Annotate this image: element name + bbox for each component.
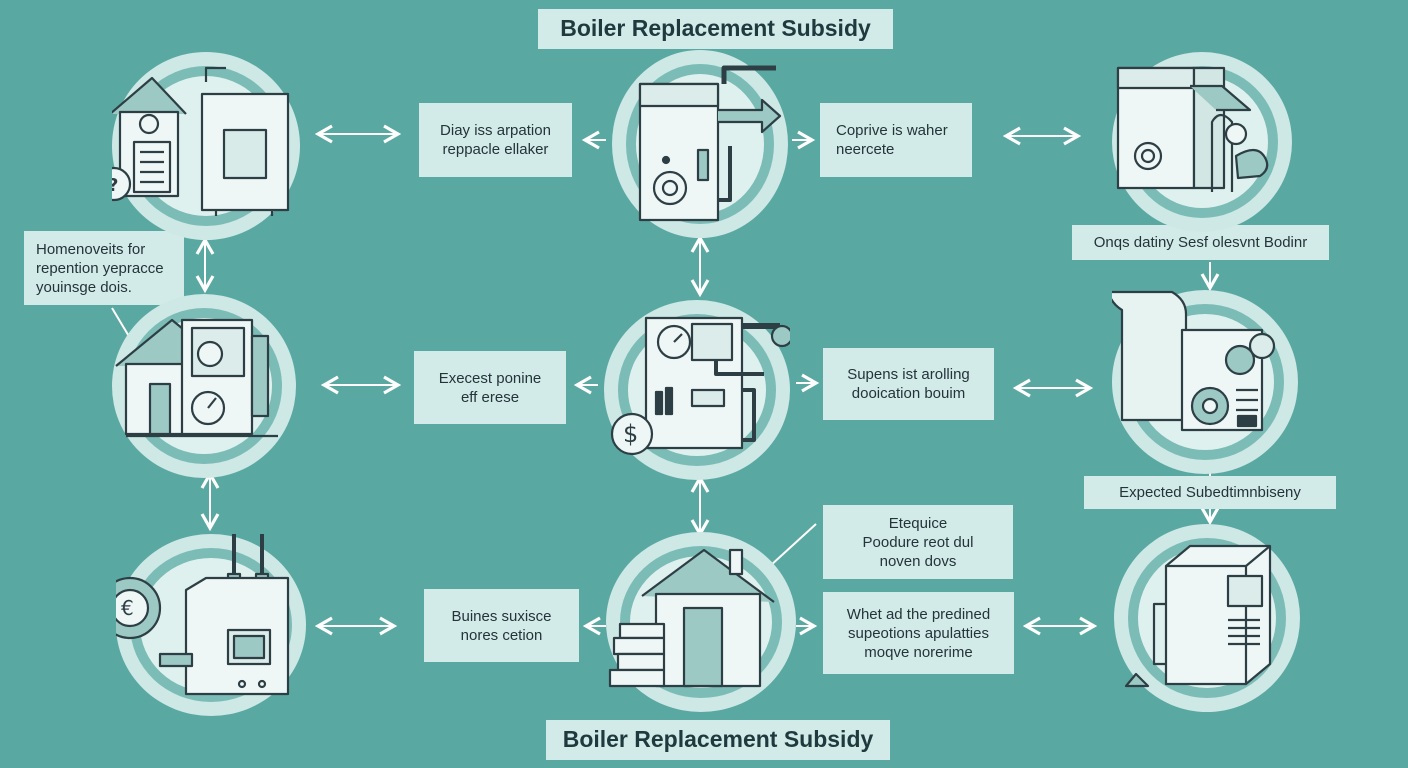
circle-certificate (1112, 290, 1298, 474)
circle-modern-boiler (1114, 524, 1300, 712)
label-lower-note: Etequice Poodure reot dul noven dovs (823, 505, 1013, 579)
circle-boiler-gear: € (116, 534, 306, 716)
house-documents-icon (608, 548, 775, 688)
header-title: Boiler Replacement Subsidy (538, 9, 893, 49)
certificate-scroll-gear-icon (1112, 290, 1276, 432)
boiler-fan-icon (1116, 66, 1269, 192)
circle-house-documents (606, 532, 796, 712)
svg-text:$: $ (623, 420, 638, 448)
house-document-boiler-icon: ? (112, 66, 290, 216)
circle-house-document: ? (112, 52, 300, 240)
label-left-note: Homenoveits for repention yepracce youin… (24, 231, 184, 305)
label-right-top: Onqs datiny Sesf olesvnt Bodinr (1072, 225, 1329, 260)
boiler-gauge-dollar-icon: $ (610, 316, 790, 456)
leader-lower-note (769, 523, 817, 567)
label-top-left: Diay iss arpation reppacle ellaker (419, 103, 572, 177)
circle-house-boiler (112, 294, 296, 478)
label-right-mid: Expected Subedtimnbiseny (1084, 476, 1336, 509)
label-bottom-left: Buines suxisce nores cetion (424, 589, 579, 662)
modern-boiler-icon (1124, 544, 1272, 688)
boiler-gear-euro-icon: € (116, 534, 290, 696)
circle-boiler-dollar: $ (604, 300, 790, 480)
circle-wall-boiler (612, 50, 788, 238)
label-mid-left: Execest ponine eff erese (414, 351, 566, 424)
house-boiler-gauge-icon (115, 318, 278, 438)
label-top-right: Coprive is waher neercete (820, 103, 972, 177)
footer-title: Boiler Replacement Subsidy (546, 720, 890, 760)
label-mid-right: Supens ist arolling dooication bouim (823, 348, 994, 420)
arrow-note-to-c4 (111, 307, 131, 339)
svg-text:?: ? (112, 175, 118, 196)
wall-boiler-pipes-icon (638, 65, 782, 222)
label-bottom-right: Whet ad the predined supeotions apulatti… (823, 592, 1014, 674)
circle-boiler-fan (1112, 52, 1292, 232)
svg-text:€: € (121, 596, 134, 620)
